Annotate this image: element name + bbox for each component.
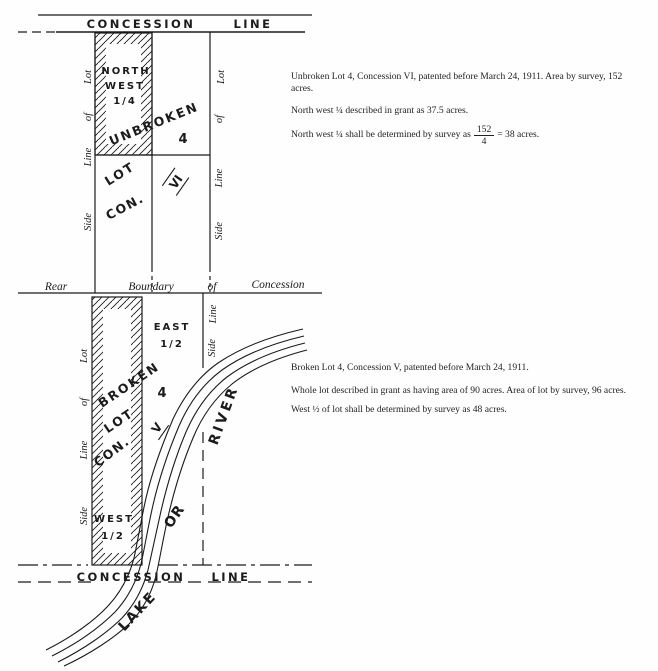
v-underline: [157, 424, 170, 441]
river-bank-line: [57, 342, 306, 663]
lot-word: Lot: [79, 348, 90, 364]
annotation-paragraph: North west ¼ described in grant as 37.5 …: [291, 105, 469, 116]
lower-left-side-line-labels: Side Line of Lot: [79, 348, 90, 525]
concession-vi-numeral-group: VI: [161, 167, 190, 196]
annotation-paragraph-with-fraction: North west ¼ shall be determined by surv…: [291, 124, 643, 147]
lot-word: Lot: [83, 69, 94, 85]
bottom-concession-label: CONCESSION: [77, 570, 186, 584]
river-bank-line: [63, 349, 308, 667]
vi-overline: [161, 167, 176, 187]
upper-con-word: CON.: [103, 190, 146, 222]
bottom-line-label: LINE: [211, 570, 250, 584]
rear-word: Rear: [44, 281, 68, 293]
or-label: OR: [161, 502, 188, 531]
of-word: of: [83, 111, 94, 121]
lower-lot-annotation: Broken Lot 4, Concession V, patented bef…: [291, 362, 653, 425]
annotation-paragraph: West ½ of lot shall be determined by sur…: [291, 404, 507, 415]
side-word: Side: [79, 507, 90, 525]
upper-left-side-line-labels: Side Line of Lot: [83, 69, 94, 231]
east-fraction: 1/2: [160, 339, 184, 350]
line-word: Line: [83, 147, 94, 167]
west-word: WEST: [94, 514, 134, 525]
north-west-label-line3: 1/4: [113, 96, 137, 107]
river-bank-line: [45, 328, 304, 651]
of-word: of: [208, 281, 219, 293]
north-west-quarter-label: NORTH WEST 1/4: [101, 66, 150, 107]
east-word: EAST: [154, 322, 191, 333]
concession-vi-numeral: VI: [166, 172, 185, 191]
of-word: of: [214, 113, 225, 123]
north-west-quarter-hatch-band: [95, 33, 152, 155]
concession-word: Concession: [251, 279, 304, 291]
north-west-quarter-outline: [94, 32, 153, 156]
rear-boundary-labels: Rear Boundary of Concession: [44, 279, 305, 293]
lower-right-side-line-labels: Side Line: [207, 304, 219, 357]
top-line-label: LINE: [233, 17, 272, 31]
upper-lot-word: LOT: [102, 159, 138, 189]
river-label: RIVER: [206, 383, 242, 447]
north-west-label-line1: NORTH: [101, 66, 150, 77]
annotation-paragraph: Broken Lot 4, Concession V, patented bef…: [291, 362, 529, 373]
fraction-denominator: 4: [481, 135, 487, 147]
side-word: Side: [83, 213, 94, 231]
river-bank-lines: [45, 328, 308, 667]
of-word: of: [79, 396, 90, 406]
annotation-paragraph: Whole lot described in grant as having a…: [291, 384, 627, 396]
north-west-label-line2: WEST: [105, 81, 145, 92]
river-bank-line: [51, 335, 305, 657]
west-fraction: 1/2: [101, 531, 125, 542]
upper-right-side-line-labels: Side Line of Lot: [214, 69, 227, 240]
fraction-suffix-text: = 38 acres.: [497, 129, 540, 141]
top-concession-line-group: [18, 14, 312, 33]
broken-label: BROKEN: [95, 359, 162, 411]
upper-lot-annotation: Unbroken Lot 4, Concession VI, patented …: [291, 71, 643, 156]
east-half-label: EAST 1/2: [154, 322, 191, 350]
boundary-word: Boundary: [128, 281, 174, 293]
fraction-prefix-text: North west ¼ shall be determined by surv…: [291, 129, 471, 141]
line-word: Line: [214, 168, 225, 188]
top-concession-label: CONCESSION: [87, 17, 196, 31]
line-word: Line: [79, 440, 90, 460]
area-fraction: 152 4: [473, 124, 495, 147]
vi-underline: [175, 177, 190, 196]
side-word: Side: [214, 222, 225, 240]
upper-lot-number: 4: [178, 132, 187, 147]
bottom-concession-line-group: [18, 564, 312, 583]
annotation-paragraph: Unbroken Lot 4, Concession VI, patented …: [291, 71, 623, 94]
west-half-hatch-band: [92, 297, 142, 565]
lower-lot-number: 4: [157, 386, 166, 401]
lot-word: Lot: [216, 69, 227, 85]
side-word: Side: [207, 339, 218, 357]
fraction-numerator: 152: [473, 124, 495, 136]
line-word: Line: [208, 304, 219, 324]
west-half-label: WEST 1/2: [94, 514, 134, 542]
west-half-outline: [91, 296, 143, 566]
